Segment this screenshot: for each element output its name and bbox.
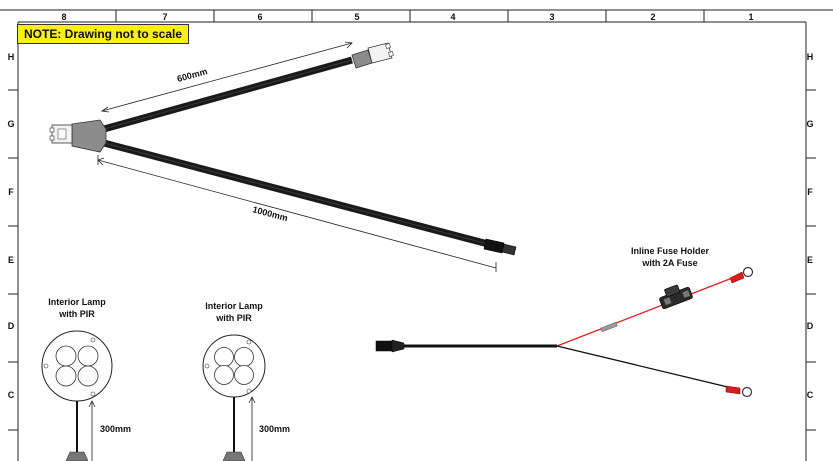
inline-fuse-holder-icon [659,284,693,310]
upper-connector-icon [351,42,394,69]
column-label-5: 5 [354,12,359,22]
y-harness: 600mm 1000mm [49,41,517,272]
lamp-1-connector-icon [65,451,89,461]
lower-terminal-icon [483,238,517,256]
lower-ring-terminal-icon [725,385,753,398]
column-label-2: 2 [650,12,655,22]
row-label-e-left: E [8,255,14,265]
lamp-2-icon [202,334,266,398]
upper-branch-length: 600mm [176,66,209,84]
splice-sleeve [600,321,618,333]
fused-power-lead: Inline Fuse Holder with 2A Fuse [375,246,754,398]
lamp-1-label-line-2: with PIR [58,309,95,319]
lamp-2-label-line-2: with PIR [215,313,252,323]
row-label-c-right: C [807,390,814,400]
column-label-3: 3 [549,12,554,22]
row-label-h-left: H [8,52,15,62]
column-label-8: 8 [61,12,66,22]
column-label-6: 6 [257,12,262,22]
column-label-7: 7 [162,12,167,22]
lamp-2-label-line-1: Interior Lamp [205,301,263,311]
fuse-label-line-2: with 2A Fuse [641,258,697,268]
row-label-g-left: G [7,119,14,129]
row-label-e-right: E [807,255,813,265]
interior-lamp-2: Interior Lamp with PIR 300mm [202,301,290,461]
upper-dimension-line [101,42,353,112]
left-connector-icon [49,124,73,144]
column-label-4: 4 [450,12,455,22]
breakout-boot [71,119,107,153]
lamp-2-cable-length: 300mm [259,424,290,434]
row-label-f-right: F [807,187,813,197]
column-label-1: 1 [748,12,753,22]
upper-ring-terminal-icon [729,266,754,284]
sheet-frame [0,9,833,461]
column-ticks [115,10,705,22]
lamp-1-cable-length: 300mm [100,424,131,434]
interior-lamp-1: Interior Lamp with PIR 300mm [41,297,131,461]
row-ticks [8,89,816,431]
black-negative-wire [556,345,737,390]
row-label-c-left: C [8,390,15,400]
lamp-2-connector-icon [222,451,246,461]
lead-connector-icon [375,339,405,353]
row-label-f-left: F [8,187,14,197]
lamp-1-icon [41,330,113,402]
red-positive-wire [556,274,741,347]
lamp-1-label-line-1: Interior Lamp [48,297,106,307]
row-label-d-right: D [807,321,814,331]
lower-dimension-line [97,159,497,269]
scale-note-badge: NOTE: Drawing not to scale [17,24,189,44]
row-label-h-right: H [807,52,814,62]
row-label-d-left: D [8,321,15,331]
row-label-g-right: G [806,119,813,129]
fuse-label-line-1: Inline Fuse Holder [631,246,710,256]
